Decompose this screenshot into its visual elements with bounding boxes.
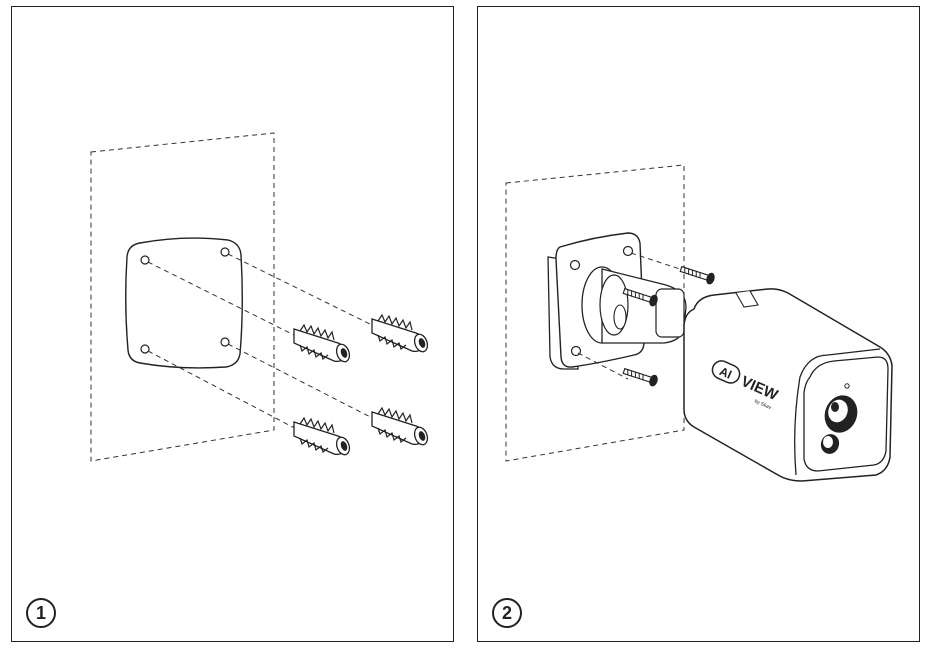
plate-hole — [569, 259, 581, 271]
brand-logo-badge — [711, 360, 741, 384]
plate-hole — [220, 337, 230, 347]
brand-logo-text: AI — [717, 364, 734, 382]
alignment-guides — [577, 252, 687, 380]
step-1-illustration — [90, 132, 429, 462]
plate-hole — [140, 255, 150, 265]
wall-outline — [90, 132, 275, 462]
screw — [622, 287, 658, 307]
screw — [622, 367, 658, 387]
mounting-plate — [125, 237, 243, 369]
step-1-panel: 1 — [11, 6, 454, 642]
camera-sensor-icon — [844, 383, 850, 389]
screw — [679, 265, 715, 285]
wall-anchor — [371, 406, 429, 446]
step-number-badge: 2 — [492, 598, 522, 628]
plate-hole — [622, 245, 634, 257]
alignment-guides — [147, 253, 383, 434]
wall-anchor — [293, 416, 351, 456]
wall-outline — [505, 164, 685, 462]
wall-anchor — [371, 313, 429, 353]
plate-hole — [220, 247, 230, 257]
step-2-illustration: AI VIEW by Skav — [505, 164, 893, 482]
wall-anchor — [293, 323, 351, 363]
plate-hole — [140, 344, 150, 354]
step-2-panel: AI VIEW by Skav 2 — [477, 6, 920, 642]
step-number-badge: 1 — [26, 598, 56, 628]
